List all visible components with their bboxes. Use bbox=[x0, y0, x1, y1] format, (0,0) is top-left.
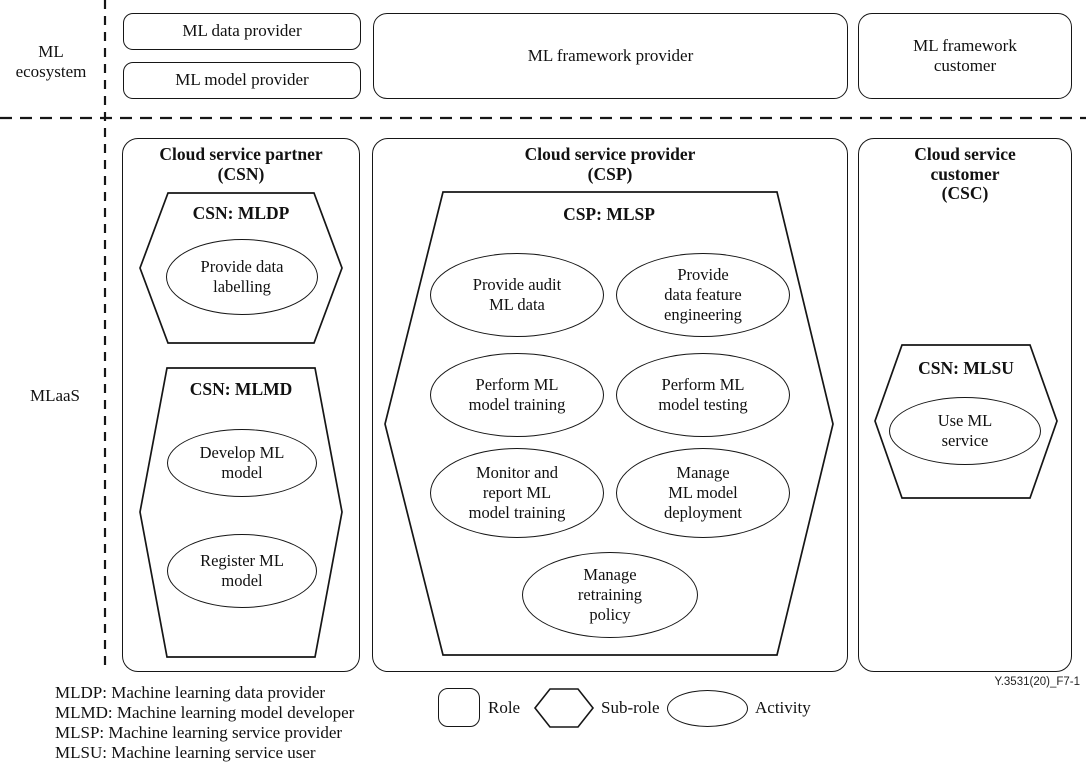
figure-id: Y.3531(20)_F7-1 bbox=[994, 676, 1080, 688]
activity-label: Perform ML model training bbox=[468, 375, 566, 414]
hexagon-csn-mlmd bbox=[139, 367, 343, 658]
section-label-mlaas: MLaaS bbox=[29, 386, 81, 405]
abbreviation-footnotes: MLDP: Machine learning data provider MLM… bbox=[55, 683, 354, 763]
role-label-ml-model-provider: ML model provider bbox=[175, 70, 309, 90]
legend-role-label: Role bbox=[488, 698, 521, 717]
footnote-mlsp: MLSP: Machine learning service provider bbox=[55, 723, 343, 742]
activity-monitor-report-ml-model-training: Monitor and report ML model training bbox=[430, 448, 604, 538]
legend-activity-label: Activity bbox=[755, 698, 811, 717]
activity-provide-data-feature-engineering: Provide data feature engineering bbox=[616, 253, 790, 337]
legend-role-icon bbox=[438, 688, 480, 727]
activity-label: Manage ML model deployment bbox=[664, 463, 742, 522]
activity-perform-ml-model-testing: Perform ML model testing bbox=[616, 353, 790, 437]
footnote-mlsu: MLSU: Machine learning service user bbox=[55, 743, 316, 762]
activity-manage-retraining-policy: Manage retraining policy bbox=[522, 552, 698, 638]
activity-register-ml-model: Register ML model bbox=[167, 534, 317, 608]
legend-hexagon-icon bbox=[533, 688, 595, 728]
title-csp-mlsp: CSP: MLSP bbox=[563, 204, 655, 224]
activity-label: Monitor and report ML model training bbox=[468, 463, 566, 522]
activity-label: Manage retraining policy bbox=[577, 565, 643, 624]
activity-provide-audit-ml-data: Provide audit ML data bbox=[430, 253, 604, 337]
legend-sub-role-label: Sub-role bbox=[601, 698, 660, 717]
role-label-ml-framework-customer: ML framework customer bbox=[913, 35, 1017, 75]
activity-label: Develop ML model bbox=[199, 443, 285, 482]
title-csn-mldp: CSN: MLDP bbox=[192, 203, 290, 223]
activity-manage-ml-model-deployment: Manage ML model deployment bbox=[616, 448, 790, 538]
activity-develop-ml-model: Develop ML model bbox=[167, 429, 317, 497]
role-box-ml-data-provider: ML data provider bbox=[123, 13, 361, 50]
activity-perform-ml-model-training: Perform ML model training bbox=[430, 353, 604, 437]
legend-activity-icon bbox=[667, 690, 748, 727]
activity-label: Perform ML model testing bbox=[658, 375, 748, 414]
activity-label: Register ML model bbox=[200, 551, 284, 590]
title-csn-mlmd: CSN: MLMD bbox=[189, 379, 293, 399]
title-cloud-service-provider: Cloud service provider (CSP) bbox=[524, 144, 696, 184]
section-label-ml-ecosystem: ML ecosystem bbox=[15, 42, 87, 81]
title-cloud-service-customer: Cloud service customer (CSC) bbox=[914, 144, 1016, 204]
title-csn-mlsu: CSN: MLSU bbox=[918, 358, 1014, 378]
role-box-ml-framework-provider: ML framework provider bbox=[373, 13, 848, 99]
role-label-ml-data-provider: ML data provider bbox=[182, 21, 302, 41]
activity-label: Use ML service bbox=[937, 411, 993, 450]
activity-provide-data-labelling: Provide data labelling bbox=[166, 239, 318, 315]
footnote-mldp: MLDP: Machine learning data provider bbox=[55, 683, 326, 702]
footnote-mlmd: MLMD: Machine learning model developer bbox=[55, 703, 355, 722]
title-cloud-service-partner: Cloud service partner (CSN) bbox=[159, 144, 323, 184]
activity-label: Provide data feature engineering bbox=[664, 265, 742, 324]
activity-label: Provide data labelling bbox=[200, 257, 284, 296]
activity-label: Provide audit ML data bbox=[472, 275, 562, 314]
role-box-ml-model-provider: ML model provider bbox=[123, 62, 361, 99]
activity-use-ml-service: Use ML service bbox=[889, 397, 1041, 465]
role-label-ml-framework-provider: ML framework provider bbox=[527, 45, 694, 65]
role-box-ml-framework-customer: ML framework customer bbox=[858, 13, 1072, 99]
